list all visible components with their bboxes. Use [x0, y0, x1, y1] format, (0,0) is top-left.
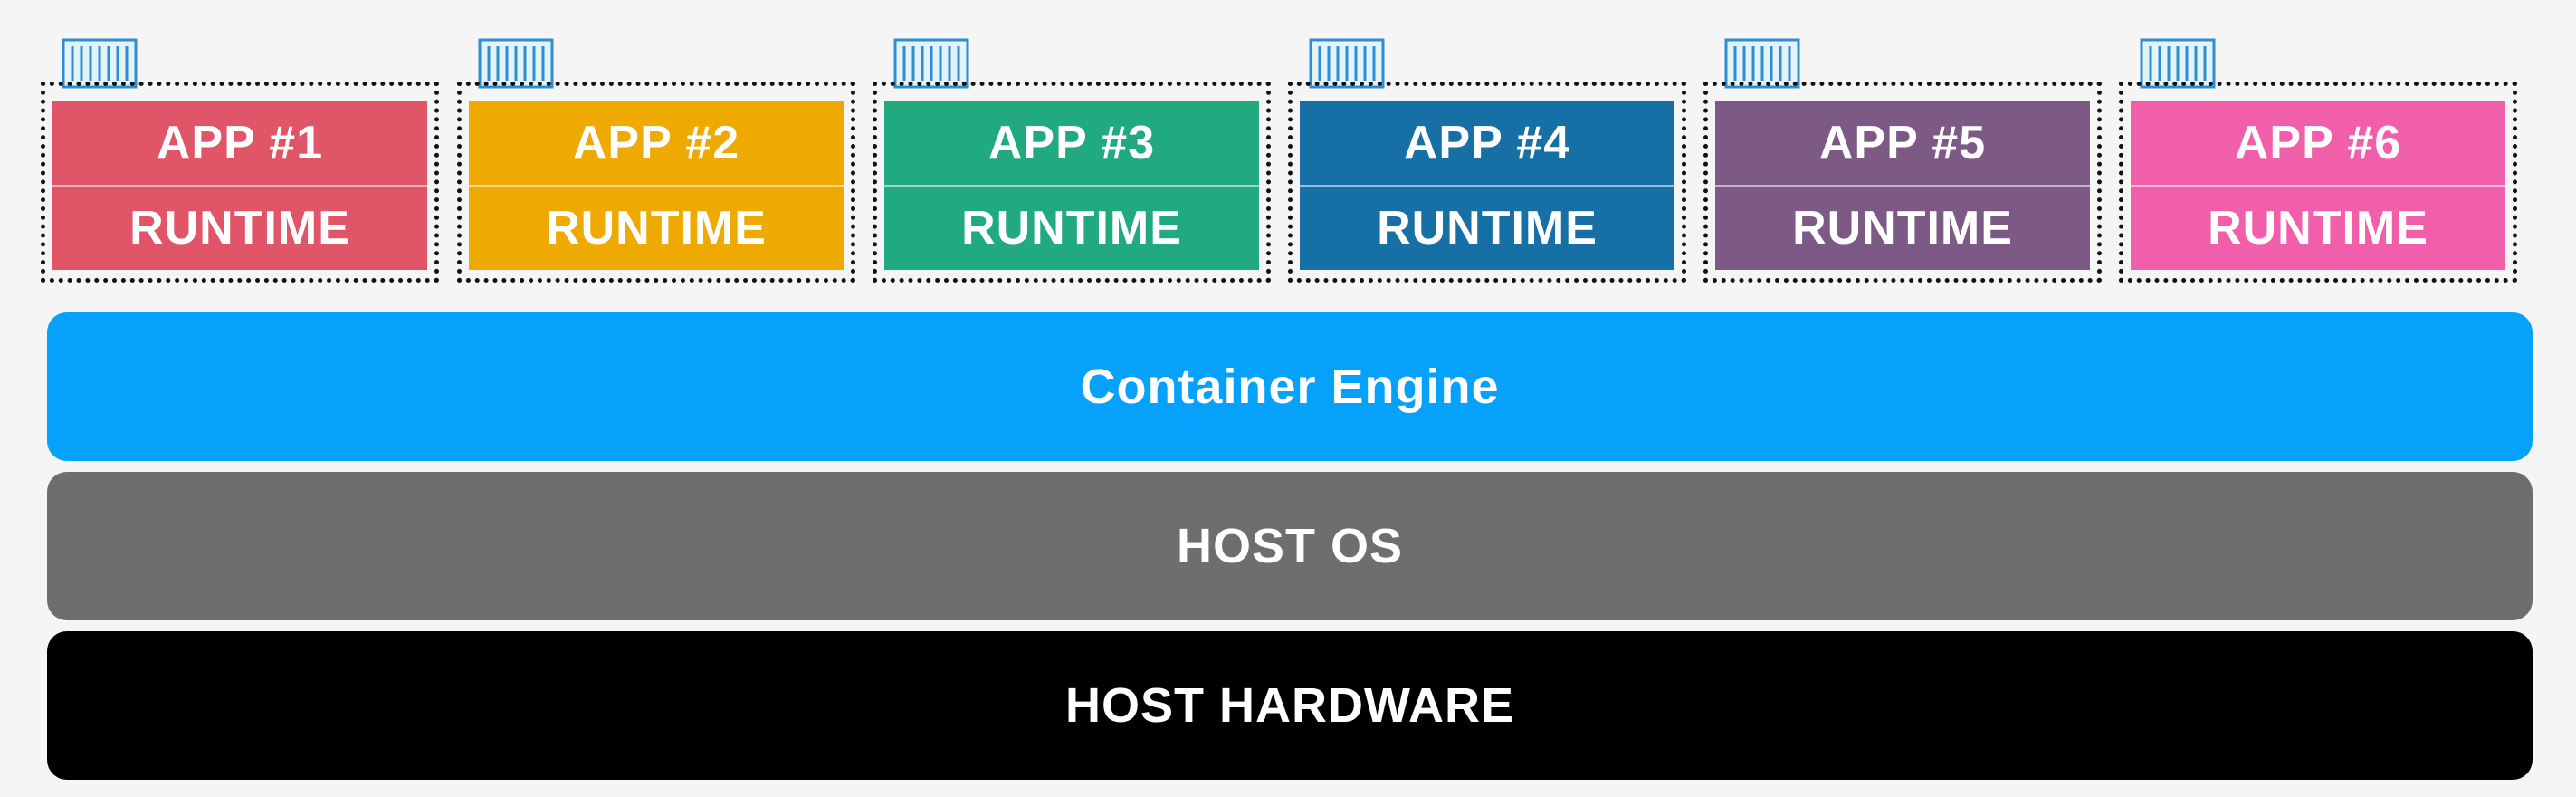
app-label: APP #1 — [52, 101, 427, 187]
container-box-6: APP #6 RUNTIME — [2119, 82, 2517, 283]
app-label: APP #2 — [469, 101, 844, 187]
host-os-label: HOST OS — [1176, 519, 1404, 573]
container-box-3: APP #3 RUNTIME — [873, 82, 1271, 283]
container-box-2: APP #2 RUNTIME — [457, 82, 855, 283]
host-hardware-layer: HOST HARDWARE — [47, 631, 2533, 780]
host-os-layer: HOST OS — [47, 472, 2533, 620]
container-engine-label: Container Engine — [1080, 360, 1500, 414]
app-label: APP #4 — [1300, 101, 1674, 187]
app-block-6: APP #6 RUNTIME — [2131, 101, 2505, 270]
container-engine-layer: Container Engine — [47, 312, 2533, 461]
runtime-label: RUNTIME — [546, 202, 767, 255]
container-icon — [62, 38, 138, 89]
container-icon — [1724, 38, 1800, 89]
container-box-5: APP #5 RUNTIME — [1703, 82, 2102, 283]
runtime-label: RUNTIME — [1377, 202, 1598, 255]
app-block-3: APP #3 RUNTIME — [884, 101, 1259, 270]
app-label: APP #5 — [1715, 101, 2090, 187]
container-box-1: APP #1 RUNTIME — [41, 82, 439, 283]
runtime-label: RUNTIME — [129, 202, 350, 255]
app-block-2: APP #2 RUNTIME — [469, 101, 844, 270]
host-hardware-label: HOST HARDWARE — [1065, 678, 1514, 733]
app-block-5: APP #5 RUNTIME — [1715, 101, 2090, 270]
container-icon — [2140, 38, 2216, 89]
runtime-label: RUNTIME — [961, 202, 1182, 255]
container-box-4: APP #4 RUNTIME — [1288, 82, 1686, 283]
container-icon — [1309, 38, 1385, 89]
app-label: APP #3 — [884, 101, 1259, 187]
app-block-1: APP #1 RUNTIME — [52, 101, 427, 270]
app-label: APP #6 — [2131, 101, 2505, 187]
container-icon — [478, 38, 554, 89]
app-block-4: APP #4 RUNTIME — [1300, 101, 1674, 270]
container-icon — [893, 38, 969, 89]
runtime-label: RUNTIME — [1792, 202, 2013, 255]
runtime-label: RUNTIME — [2208, 202, 2428, 255]
